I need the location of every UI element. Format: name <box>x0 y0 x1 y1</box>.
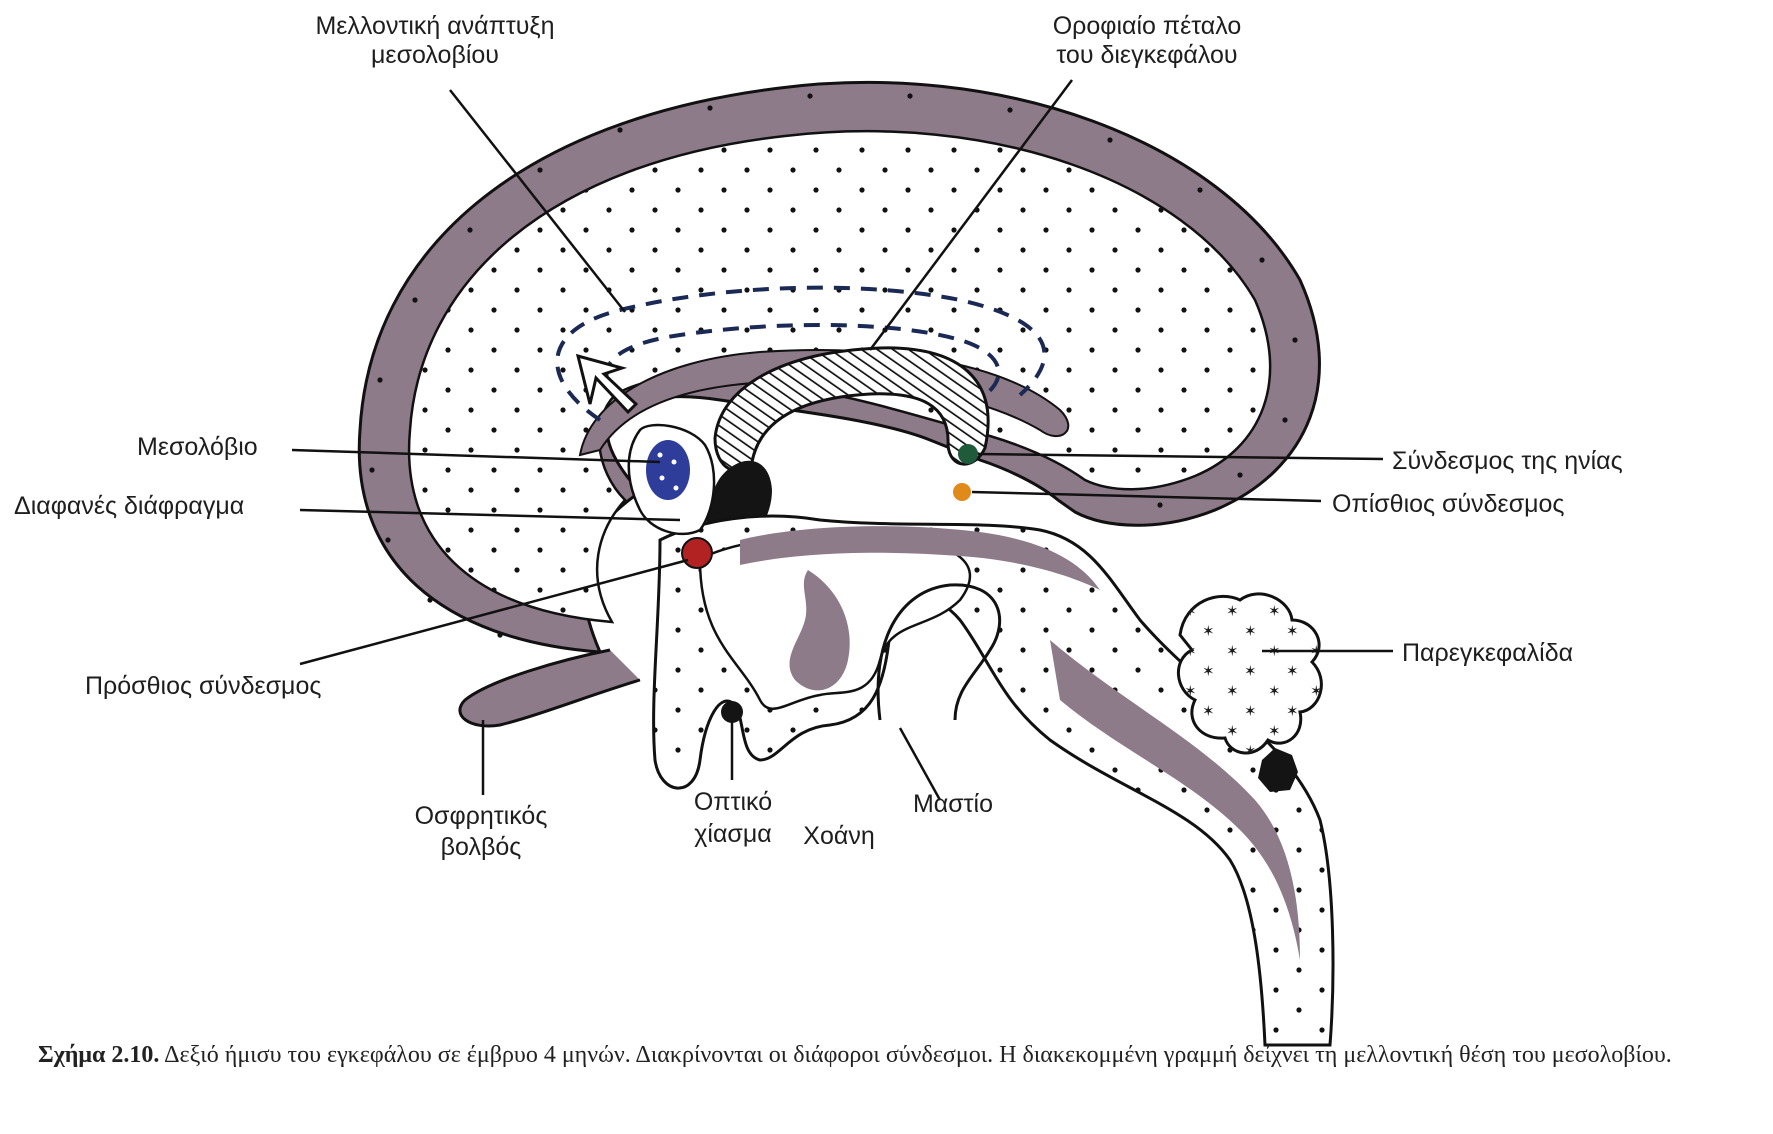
caption-text: Δεξιό ήμισυ του εγκεφάλου σε έμβρυο 4 μη… <box>164 1042 1672 1068</box>
label-anterior-commissure: Πρόσθιος σύνδεσμος <box>85 672 321 700</box>
label-future-corpus-callosum-line2: μεσολοβίου <box>371 41 499 69</box>
label-optic-chiasm-line2: χίασμα <box>694 820 771 848</box>
corpus-callosum-blue-marker <box>646 440 690 500</box>
label-optic-chiasm-line1: Οπτικό <box>694 788 772 816</box>
figure-number: Σχήμα 2.10. <box>38 1042 159 1068</box>
figure-caption: Σχήμα 2.10. Δεξιό ήμισυ του εγκεφάλου σε… <box>38 1040 1753 1070</box>
optic-chiasm-marker <box>721 701 743 723</box>
label-olfactory-bulb-line1: Οσφρητικός <box>415 802 548 830</box>
olfactory-bulb <box>460 650 640 726</box>
habenular-commissure-marker <box>958 444 978 464</box>
label-diencephalon-roof-line1: Οροφιαίο πέταλο <box>1053 12 1242 40</box>
label-future-corpus-callosum-line1: Μελλοντική ανάπτυξη <box>315 12 554 40</box>
posterior-commissure-marker <box>953 483 971 501</box>
label-posterior-commissure: Οπίσθιος σύνδεσμος <box>1332 490 1564 518</box>
label-septum-pellucidum: Διαφανές διάφραγμα <box>14 492 244 520</box>
anterior-commissure-marker <box>682 538 712 568</box>
label-cerebellum: Παρεγκεφαλίδα <box>1402 639 1573 667</box>
label-infundibulum: Χοάνη <box>803 822 874 850</box>
label-olfactory-bulb-line2: βολβός <box>441 833 522 861</box>
label-mammillary-body: Μαστίο <box>913 790 993 818</box>
label-diencephalon-roof-line2: του διεγκεφάλου <box>1056 41 1237 69</box>
label-corpus-callosum: Μεσολόβιο <box>137 433 258 461</box>
label-habenular-commissure: Σύνδεσμος της ηνίας <box>1392 447 1623 475</box>
